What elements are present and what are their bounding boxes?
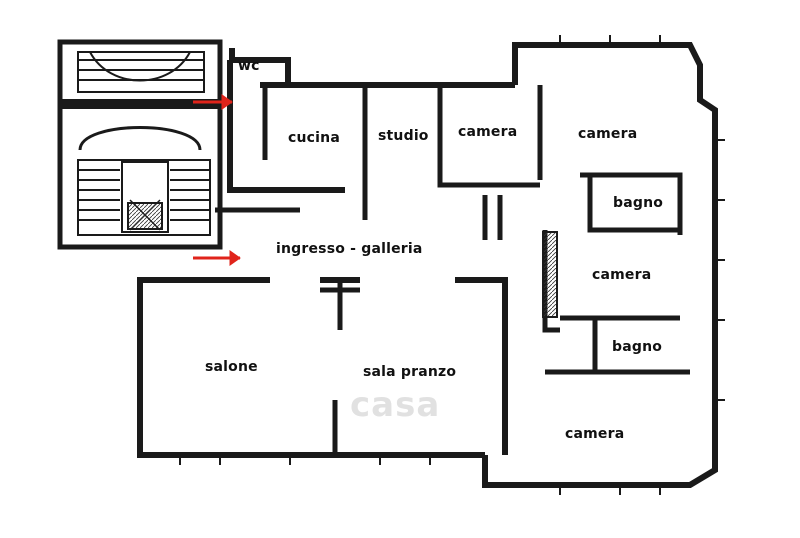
entrance-arrow-bottom [193,250,241,266]
watermark-text: casa [350,385,441,425]
stairwell [57,39,223,250]
perimeter-walls [137,42,718,488]
room-label-wc: wc [238,58,260,74]
room-label-camera-1: camera [458,124,518,140]
room-label-bagno-1: bagno [613,195,664,211]
window-marks [179,35,725,495]
room-label-camera-2: camera [578,126,638,142]
room-label-sala-pranzo: sala pranzo [363,364,457,380]
entrance-arrow-top [193,94,233,110]
room-label-cucina: cucina [288,130,340,146]
room-label-salone: salone [205,359,258,375]
room-label-studio: studio [378,128,429,144]
room-label-camera-3: camera [592,267,652,283]
room-label-bagno-2: bagno [612,339,663,355]
room-label-ingresso-galleria: ingresso - galleria [276,241,423,257]
room-label-camera-4: camera [565,426,625,442]
hatched-pillar [542,231,558,318]
